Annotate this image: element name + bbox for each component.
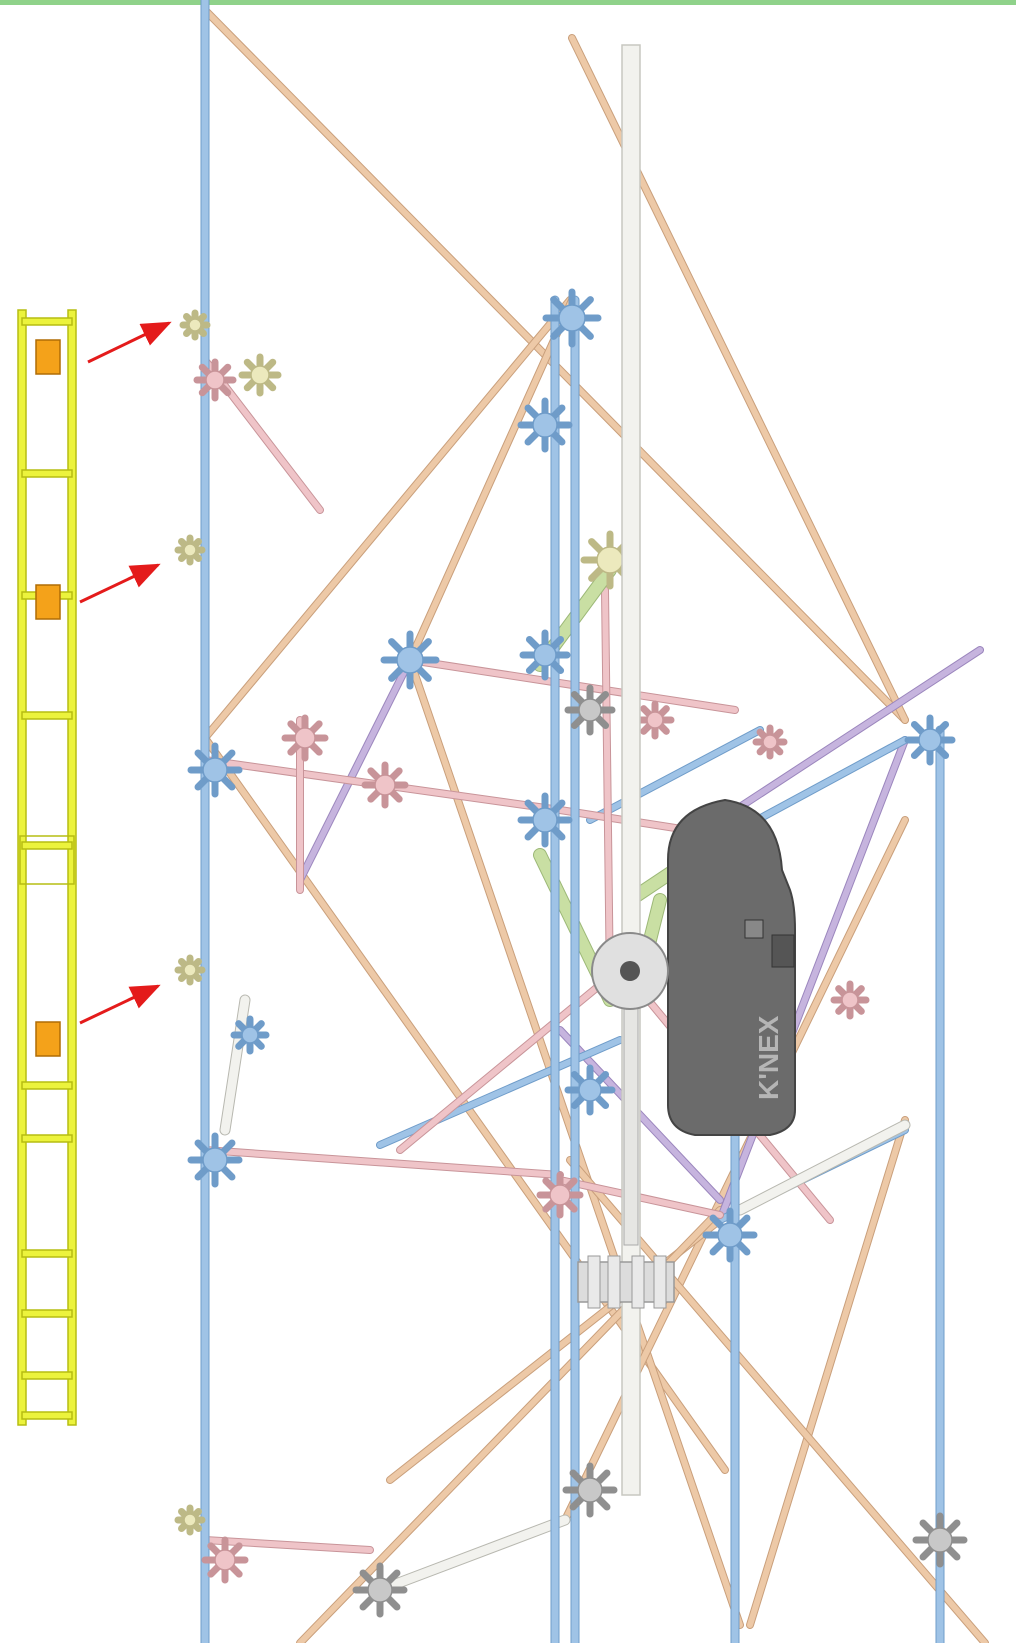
connector-hub-icon bbox=[174, 954, 206, 986]
connector-hub-icon bbox=[635, 700, 675, 740]
connector-hub-icon bbox=[564, 684, 616, 736]
connector-hub-icon bbox=[193, 358, 237, 402]
motor-brand-label: K'NEX bbox=[753, 1015, 784, 1100]
connector-hub-icon bbox=[702, 1207, 758, 1263]
white-rod-fill bbox=[220, 995, 250, 1135]
connector-hub-icon bbox=[752, 724, 788, 760]
motor: K'NEX bbox=[667, 798, 796, 1136]
ladder-rung bbox=[21, 841, 73, 850]
connector-hub-icon bbox=[179, 309, 211, 341]
ladder-rung bbox=[21, 1309, 73, 1318]
pink-rod-fill bbox=[202, 1147, 563, 1178]
arrow-icon bbox=[79, 984, 161, 1025]
center-axle bbox=[621, 44, 641, 1496]
purple-rod-fill bbox=[297, 657, 413, 883]
connector-hub-icon bbox=[187, 742, 243, 798]
connector-hub-icon bbox=[562, 1462, 618, 1518]
ladder-rung bbox=[21, 1134, 73, 1143]
ladder-clip bbox=[35, 339, 61, 375]
pink-rod-fill bbox=[397, 982, 603, 1153]
pink-rod-fill bbox=[602, 587, 613, 993]
ladder-rail-left bbox=[17, 309, 27, 1426]
connector-hub-icon bbox=[361, 761, 409, 809]
tan-rod-fill bbox=[202, 297, 573, 741]
connector-hub-icon bbox=[352, 1562, 408, 1618]
connector-hub-icon bbox=[380, 630, 440, 690]
purple-rod-fill bbox=[717, 647, 983, 823]
ladder-rung bbox=[21, 1371, 73, 1380]
connector-hub-icon bbox=[174, 534, 206, 566]
gear-icon bbox=[577, 1255, 675, 1309]
ladder-clip bbox=[35, 1021, 61, 1057]
ladder-icon bbox=[17, 309, 77, 1426]
connector-hub-icon bbox=[230, 1015, 270, 1055]
callout-arrows bbox=[79, 321, 172, 1025]
blue-rod-fill bbox=[377, 1037, 623, 1148]
purple-rod-fill bbox=[717, 737, 908, 1223]
arrow-icon bbox=[87, 321, 172, 364]
motor-icon bbox=[667, 798, 796, 1136]
ladder-rung bbox=[21, 1249, 73, 1258]
header-bar bbox=[0, 0, 1016, 5]
connector-hub-icon bbox=[201, 1536, 249, 1584]
ladder-rung bbox=[21, 317, 73, 326]
white-rod-fill bbox=[375, 1515, 570, 1595]
white-rod-fill bbox=[735, 1120, 910, 1215]
ladder-rung bbox=[21, 1411, 73, 1420]
center-hub bbox=[591, 932, 669, 1010]
rods-layer bbox=[200, 0, 989, 1643]
connector-hub-icon bbox=[830, 980, 870, 1020]
connector-hub-icon bbox=[542, 288, 602, 348]
pink-rod-fill bbox=[202, 1537, 373, 1553]
connector-hub-icon bbox=[238, 353, 282, 397]
connector-hub-icon bbox=[281, 714, 329, 762]
connector-hub-icon bbox=[517, 397, 573, 453]
blue-rod-fill bbox=[587, 727, 763, 823]
tan-rod-fill bbox=[407, 297, 575, 663]
ladder-clip bbox=[35, 584, 61, 620]
connector-hub-icon bbox=[517, 792, 573, 848]
ladder-bracket bbox=[19, 835, 75, 885]
ladder-rung bbox=[21, 469, 73, 478]
connector-hub-icon bbox=[912, 1512, 968, 1568]
ladder-rung bbox=[21, 711, 73, 720]
connector-hub-icon bbox=[536, 1171, 584, 1219]
connector-hub-icon bbox=[174, 1504, 206, 1536]
connector-hub-icon bbox=[564, 1064, 616, 1116]
arrow-icon bbox=[79, 563, 161, 604]
ladder-rail-right bbox=[67, 309, 77, 1426]
tan-rod-fill bbox=[747, 1117, 908, 1628]
connector-hub-icon bbox=[187, 1132, 243, 1188]
connector-hub-icon bbox=[904, 714, 956, 766]
connector-hub-icon bbox=[519, 629, 571, 681]
ladder-rung bbox=[21, 1081, 73, 1090]
